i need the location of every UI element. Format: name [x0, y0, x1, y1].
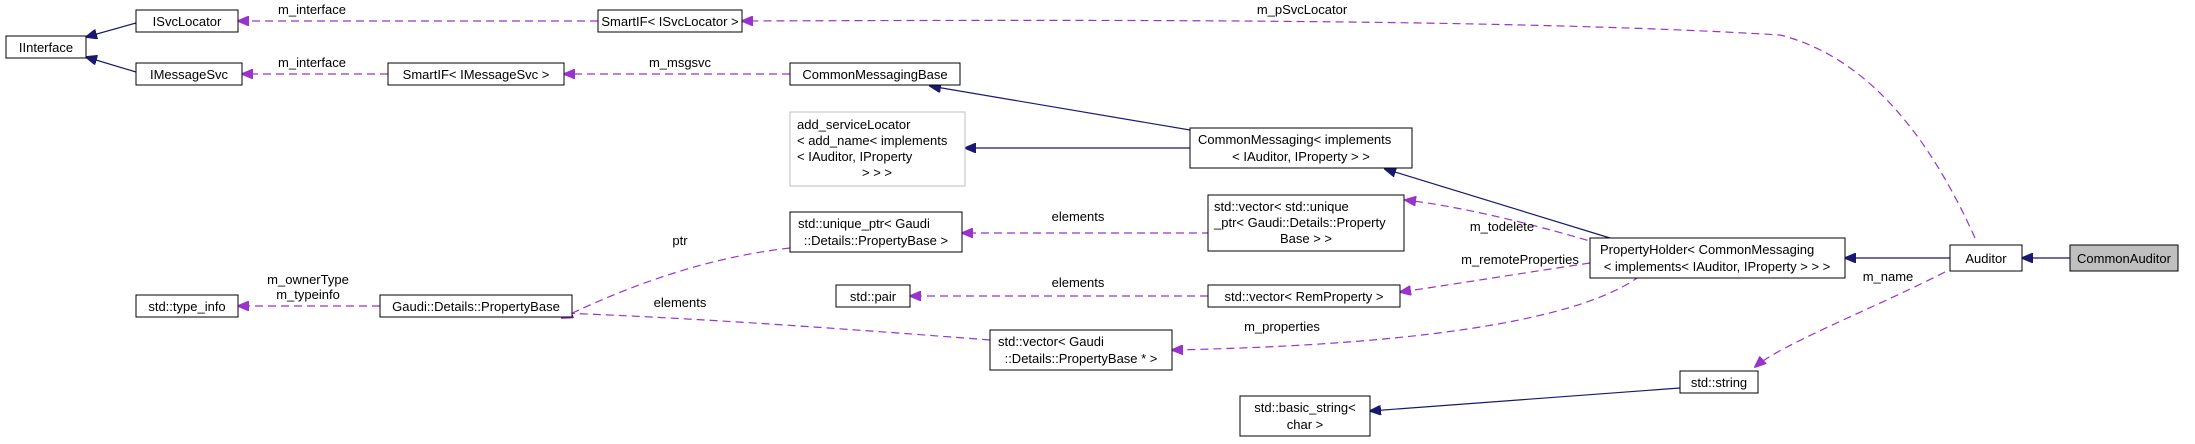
node-label-line: std::unique_ptr< Gaudi [798, 216, 930, 231]
edge-label: elements [1052, 209, 1105, 224]
edge-label: m_ownerType [267, 272, 349, 287]
node-smartif-messagesvc[interactable]: SmartIF< IMessageSvc > [387, 62, 565, 86]
node-label: CommonAuditor [2077, 251, 2172, 266]
usage-edges [238, 20, 1976, 367]
node-label-line: ::Details::PropertyBase * > [1005, 351, 1158, 366]
edge-label: m_name [1863, 269, 1914, 284]
node-label-line: Base > > [1280, 231, 1332, 246]
node-label-line: char > [1287, 417, 1324, 432]
node-label: ISvcLocator [153, 14, 222, 29]
edge-uniqueptr-propertybase [562, 247, 791, 318]
node-label-line: < IAuditor, IProperty [797, 149, 913, 164]
node-property-base[interactable]: Gaudi::Details::PropertyBase [379, 294, 573, 318]
node-imessagesvc[interactable]: IMessageSvc [135, 62, 243, 86]
node-label: IMessageSvc [150, 67, 229, 82]
node-vector-propertybase[interactable]: std::vector< Gaudi ::Details::PropertyBa… [989, 329, 1173, 371]
node-vector-remproperty[interactable]: std::vector< RemProperty > [1207, 284, 1401, 308]
edge-stdstring-basicstring [1370, 387, 1681, 411]
node-label-line: CommonMessaging< implements [1198, 132, 1392, 147]
node-common-messaging[interactable]: CommonMessaging< implements < IAuditor, … [1189, 127, 1413, 169]
node-std-string[interactable]: std::string [1679, 370, 1759, 394]
node-type-info[interactable]: std::type_info [135, 294, 239, 318]
edge-label: m_pSvcLocator [1257, 2, 1348, 17]
node-label-line: < add_name< implements [797, 133, 948, 148]
node-label-line: PropertyHolder< CommonMessaging [1600, 242, 1814, 257]
edge-label: elements [1052, 275, 1105, 290]
node-isvclocator[interactable]: ISvcLocator [135, 9, 239, 33]
node-auditor[interactable]: Auditor [1949, 244, 2023, 272]
edge-label: m_interface [278, 2, 346, 17]
node-label: IInterface [19, 40, 73, 55]
edge-propertyholder-vectorunique [1405, 200, 1601, 245]
edge-imessagesvc-iinterface [86, 57, 137, 73]
node-label-line: _ptr< Gaudi::Details::Property [1213, 215, 1386, 230]
node-label: std::string [1691, 375, 1747, 390]
edge-isvclocator-iinterface [86, 22, 137, 37]
node-label: Auditor [1965, 251, 2007, 266]
node-iinterface[interactable]: IInterface [5, 35, 87, 59]
node-vector-unique-ptr[interactable]: std::vector< std::unique _ptr< Gaudi::De… [1207, 194, 1405, 252]
node-label-line: ::Details::PropertyBase > [804, 233, 948, 248]
node-label: std::vector< RemProperty > [1225, 289, 1384, 304]
node-label-line: std::vector< std::unique [1214, 199, 1349, 214]
node-common-messaging-base[interactable]: CommonMessagingBase [789, 62, 961, 86]
node-label-line: < IAuditor, IProperty > > [1232, 149, 1370, 164]
node-property-holder[interactable]: PropertyHolder< CommonMessaging < implem… [1589, 237, 1846, 279]
edge-label: m_remoteProperties [1461, 252, 1579, 267]
node-label: std::type_info [148, 299, 225, 314]
node-label: SmartIF< ISvcLocator > [601, 14, 738, 29]
edge-auditor-stdstring [1755, 271, 1946, 367]
edge-label: elements [654, 295, 707, 310]
inheritance-edges [86, 22, 2070, 411]
edge-labels: m_interface m_interface m_pSvcLocator m_… [267, 2, 1913, 334]
edge-label: m_todelete [1470, 219, 1534, 234]
node-label: Gaudi::Details::PropertyBase [392, 299, 560, 314]
edge-commonmessaging-base [930, 86, 1191, 131]
node-smartif-svclocator[interactable]: SmartIF< ISvcLocator > [597, 9, 743, 33]
edge-label: m_properties [1244, 319, 1320, 334]
edge-propertyholder-commonmessaging [1385, 169, 1611, 239]
node-label-line: > > > [862, 165, 892, 180]
node-label-line: std::basic_string< [1254, 400, 1356, 415]
node-common-auditor[interactable]: CommonAuditor [2069, 244, 2179, 272]
edge-label: m_typeinfo [276, 287, 340, 302]
edge-propertyholder-vectorrem [1400, 262, 1591, 292]
node-label-line: add_serviceLocator [797, 117, 911, 132]
node-basic-string[interactable]: std::basic_string< char > [1239, 395, 1371, 437]
node-unique-ptr[interactable]: std::unique_ptr< Gaudi ::Details::Proper… [789, 211, 963, 253]
edge-label: ptr [672, 233, 688, 248]
edge-vectorpropbase-propertybase [560, 313, 991, 341]
node-label: SmartIF< IMessageSvc > [403, 67, 550, 82]
edge-label: m_msgsvc [649, 55, 712, 70]
edge-label: m_interface [278, 55, 346, 70]
node-label: CommonMessagingBase [802, 67, 947, 82]
node-label: std::pair [850, 289, 897, 304]
edge-propertyholder-vectorpropbase [1172, 275, 1641, 350]
node-std-pair[interactable]: std::pair [835, 284, 911, 308]
node-label-line: < implements< IAuditor, IProperty > > > [1604, 259, 1831, 274]
node-label-line: std::vector< Gaudi [998, 334, 1104, 349]
edge-auditor-smartif-svc [742, 20, 1976, 239]
node-add-service-locator[interactable]: add_serviceLocator < add_name< implement… [789, 111, 966, 187]
